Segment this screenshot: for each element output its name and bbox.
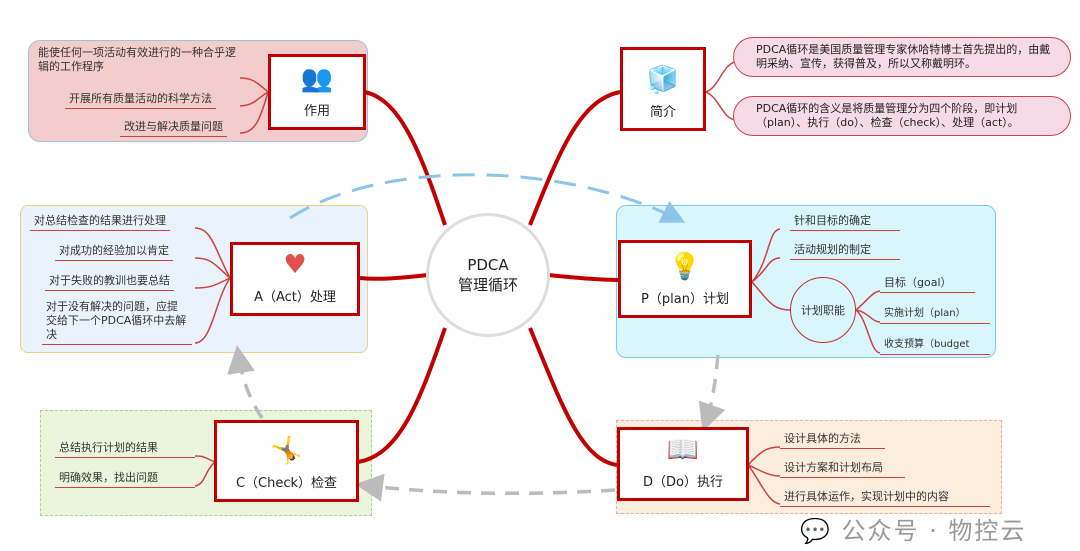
plan-function-item: 目标（goal） xyxy=(880,276,975,293)
cycle-arrow-act-plan xyxy=(289,173,686,223)
act-item: 对总结检查的结果进行处理 xyxy=(30,214,170,231)
branch-check xyxy=(357,327,447,464)
check-item: 明确效果，找出问题 xyxy=(55,471,195,488)
intro-node[interactable]: 🧊 简介 xyxy=(620,47,706,131)
act-label: A（Act）处理 xyxy=(254,290,336,305)
center-topic[interactable]: PDCA 管理循环 xyxy=(426,213,550,337)
check-item: 总结执行计划的结果 xyxy=(55,441,195,458)
do-node[interactable]: 📖 D（Do）执行 xyxy=(617,427,749,501)
plan-function-label: 计划职能 xyxy=(801,304,845,317)
intro-item: PDCA循环的含义是将质量管理分为四个阶段，即计划（plan）、执行（do）、检… xyxy=(733,96,1071,136)
plan-item: 活动规划的制定 xyxy=(790,243,900,260)
lightbulb-icon: 💡 xyxy=(668,252,702,282)
team-icon: 👥 xyxy=(300,64,334,94)
do-label: D（Do）执行 xyxy=(643,475,723,490)
cycle-arrow-check-act xyxy=(227,345,264,419)
plan-function-node[interactable]: 计划职能 xyxy=(790,277,856,343)
plan-label: P（plan）计划 xyxy=(641,292,729,307)
intro-label: 简介 xyxy=(649,105,676,120)
act-node[interactable]: ♥ A（Act）处理 xyxy=(230,242,360,316)
role-label: 作用 xyxy=(303,104,330,119)
branch-do xyxy=(528,327,618,467)
plan-item: 针和目标的确定 xyxy=(790,214,900,231)
branch-plan xyxy=(547,273,619,282)
check-label: C（Check）检查 xyxy=(235,476,338,491)
watermark: 💬 公众号 · 物控云 xyxy=(800,516,1026,546)
watermark-text: 公众号 · 物控云 xyxy=(841,517,1027,545)
do-item: 设计方案和计划布局 xyxy=(780,461,905,478)
center-title: PDCA xyxy=(467,256,509,274)
heart-pulse-icon: ♥ xyxy=(283,250,307,280)
act-item: 对于失败的教训也要总结 xyxy=(45,274,174,291)
cycle-arrow-do-check xyxy=(355,473,616,502)
wechat-icon: 💬 xyxy=(800,517,832,545)
act-item: 对成功的经验加以肯定 xyxy=(55,244,173,261)
role-node[interactable]: 👥 作用 xyxy=(268,54,366,130)
center-subtitle: 管理循环 xyxy=(457,276,518,294)
do-item: 进行具体运作，实现计划中的内容 xyxy=(780,490,990,507)
branch-role xyxy=(364,90,447,226)
intro-item: PDCA循环是美国质量管理专家休哈特博士首先提出的，由戴明采纳、宣传，获得普及，… xyxy=(733,37,1071,77)
book-icon: 📖 xyxy=(666,435,700,465)
act-item: 对于没有解决的问题，应提交给下一个PDCA循环中去解决 xyxy=(42,300,192,345)
role-item: 改进与解决质量问题 xyxy=(120,120,227,137)
dancer-icon: 🤸 xyxy=(270,436,303,466)
branch-intro xyxy=(528,90,621,226)
cycle-arrow-plan-do xyxy=(698,354,726,432)
abc-blocks-icon: 🧊 xyxy=(646,65,680,95)
role-item: 能使任何一项活动有效进行的一种合乎逻辑的工作程序 xyxy=(38,46,236,73)
plan-node[interactable]: 💡 P（plan）计划 xyxy=(618,240,752,318)
role-item: 开展所有质量活动的科学方法 xyxy=(65,92,216,109)
branch-act xyxy=(359,273,429,281)
plan-function-item: 实施计划（plan） xyxy=(880,307,990,324)
check-node[interactable]: 🤸 C（Check）检查 xyxy=(214,420,359,502)
plan-function-item: 收支预算（budget xyxy=(880,338,990,355)
do-item: 设计具体的方法 xyxy=(780,432,885,449)
